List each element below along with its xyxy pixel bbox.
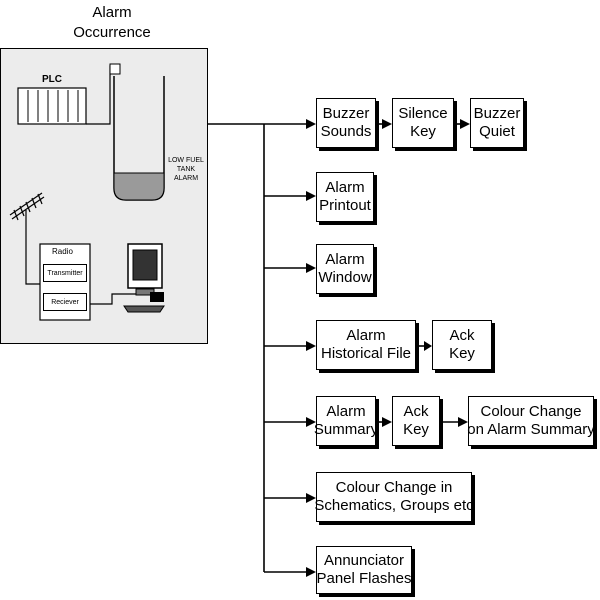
ack-key-box-1: Ack Key — [432, 320, 492, 370]
ack-key-2-line1: Ack — [403, 403, 429, 420]
alarm-historical-file-line2: Historical File — [320, 345, 411, 362]
buzzer-sounds-line2: Sounds — [320, 123, 372, 140]
ack-key-1-line1: Ack — [449, 327, 475, 344]
transmitter-box: Transmitter — [43, 264, 87, 282]
alarm-window-line1: Alarm — [325, 251, 365, 268]
buzzer-sounds-line1: Buzzer — [322, 105, 370, 122]
alarm-window-box: Alarm Window — [316, 244, 374, 294]
alarm-summary-line1: Alarm — [326, 403, 366, 420]
fuel-tank-icon — [113, 76, 165, 201]
buzzer-sounds-box: Buzzer Sounds — [316, 98, 376, 148]
receiver-computer-wire — [90, 293, 136, 305]
annunciator-line1: Annunciator — [323, 552, 405, 569]
ack-key-2-line2: Key — [403, 421, 429, 438]
radio-label: Radio — [52, 247, 73, 256]
diagram-title-line2: Occurrence — [73, 24, 151, 41]
alarm-printout-box: Alarm Printout — [316, 172, 374, 222]
tank-label-line3: ALARM — [173, 175, 199, 182]
colour-change-schematics-line1: Colour Change in — [335, 479, 453, 496]
colour-change-schematics-box: Colour Change in Schematics, Groups etc — [314, 472, 474, 522]
colour-change-summary-line1: Colour Change — [480, 403, 582, 420]
colour-change-summary-box: Colour Change on Alarm Summary — [467, 396, 595, 446]
silence-key-line2: Key — [410, 123, 436, 140]
computer-terminal-icon — [123, 243, 165, 313]
tank-label-line2: TANK — [176, 166, 196, 173]
sensor-probe-icon — [109, 63, 121, 75]
plc-tank-wire — [86, 65, 120, 125]
alarm-summary-line2: Summary — [313, 421, 379, 438]
colour-change-schematics-line2: Schematics, Groups etc — [314, 497, 474, 514]
tank-label-line1: LOW FUEL — [168, 157, 204, 164]
plc-rack-icon — [17, 87, 87, 125]
plc-label: PLC — [42, 74, 62, 85]
alarm-printout-line1: Alarm — [325, 179, 365, 196]
buzzer-quiet-line2: Quiet — [479, 123, 515, 140]
alarm-historical-file-box: Alarm Historical File — [316, 320, 416, 370]
silence-key-line1: Silence — [398, 105, 448, 122]
annunciator-line2: Panel Flashes — [316, 570, 412, 587]
ack-key-box-2: Ack Key — [392, 396, 440, 446]
annunciator-panel-box: Annunciator Panel Flashes — [316, 546, 412, 594]
alarm-historical-file-line1: Alarm — [346, 327, 386, 344]
colour-change-summary-line2: on Alarm Summary — [467, 421, 595, 438]
alarm-window-line2: Window — [318, 269, 372, 286]
receiver-box: Reciever — [43, 293, 87, 311]
antenna-icon — [9, 192, 45, 285]
diagram-title-line1: Alarm — [92, 4, 132, 21]
alarm-printout-line2: Printout — [319, 197, 371, 214]
buzzer-quiet-box: Buzzer Quiet — [470, 98, 524, 148]
ack-key-1-line2: Key — [449, 345, 475, 362]
silence-key-box: Silence Key — [392, 98, 454, 148]
alarm-summary-box: Alarm Summary — [313, 396, 379, 446]
buzzer-quiet-line1: Buzzer — [473, 105, 521, 122]
